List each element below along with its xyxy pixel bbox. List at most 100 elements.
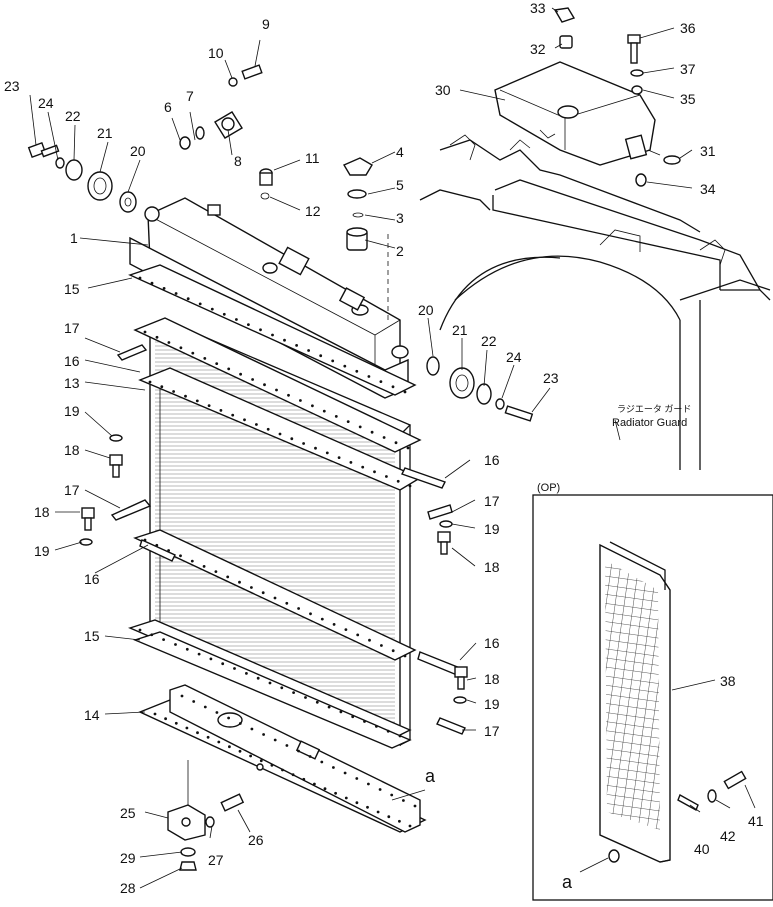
callout-42: 42 [720,828,736,844]
gasket-hole [148,380,152,384]
callout-17a: 17 [64,320,80,336]
gasket-hole [337,456,341,459]
gasket-hole [202,565,206,568]
gasket-hole [191,351,195,355]
callout-25: 25 [120,805,136,821]
guard-label-en: Radiator Guard [612,417,687,429]
gasket-hole [270,763,274,767]
gasket-hole [295,344,298,347]
bottom-bracket [167,760,245,871]
gasket-hole [184,394,187,398]
gasket-hole [387,815,391,819]
callout-36: 36 [680,20,696,36]
gasket-hole [320,617,324,621]
gasket-hole [268,681,272,685]
gasket-hole [227,367,231,371]
option-inset [532,494,773,901]
straps [110,344,466,735]
gasket-hole [238,749,242,753]
callout-15b: 15 [84,628,100,644]
gasket-hole [143,330,147,334]
gasket-hole [174,643,177,646]
gasket-hole [283,338,286,342]
gasket-hole [403,390,407,394]
gasket-hole [210,307,214,311]
gasket-hole [174,721,178,725]
callout-11: 11 [305,150,320,166]
gasket-hole [339,710,343,714]
gasket-hole [355,369,359,373]
gasket-hole [292,691,295,694]
gasket-hole [408,484,412,488]
gasket-hole [262,733,265,736]
callout-labels: 1 2 3 4 5 6 7 8 9 10 11 12 13 14 15 15 1… [4,0,764,896]
gasket-hole [273,738,277,742]
callout-19d: 19 [484,696,500,712]
gasket-hole [406,446,410,450]
gasket-hole [160,385,164,389]
gasket-hole [299,399,302,402]
gasket-hole [320,760,324,764]
gasket-hole [249,754,253,758]
gasket-hole [366,805,369,809]
gasket-hole [247,323,250,326]
callout-17c: 17 [484,493,500,509]
gasket-hole [290,437,294,441]
gasket-hole [209,657,213,661]
gasket-hole [238,722,242,725]
gasket-hole [398,734,402,738]
gasket-hole [314,446,317,450]
gasket-hole [259,759,263,763]
gasket-hole [332,623,336,626]
gasket-hole [266,427,270,431]
gasket-hole [334,791,337,795]
gasket-hole [307,349,310,352]
gasket-hole [356,633,360,637]
gasket-hole [391,385,395,389]
callout-18c: 18 [484,559,500,575]
gasket-hole [343,771,347,775]
callout-26: 26 [248,832,264,848]
gasket-holes [138,276,417,828]
gasket-hole [162,287,166,290]
gasket-hole [214,570,218,573]
gasket-hole [138,276,142,280]
gasket-hole [346,420,350,423]
gasket-hole [239,372,243,376]
bolts-washers [79,434,468,704]
gasket-hole [351,715,355,719]
gasket-hole [238,580,241,584]
gasket-hole [413,804,417,808]
callout-20a: 20 [130,143,146,159]
callout-16d: 16 [484,635,500,651]
gasket-hole [243,418,246,422]
callout-24a: 24 [38,95,54,111]
gasket-hole [403,654,407,658]
callout-22a: 22 [65,108,81,124]
callout-19a: 19 [64,403,80,419]
gasket-hole [167,341,171,344]
gasket-hole [255,423,258,426]
callout-9: 9 [262,16,270,32]
callout-31: 31 [700,143,716,159]
gasket-hole [203,357,207,360]
gasket-hole [227,716,231,720]
gasket-hole [285,601,289,605]
gasket-hole [327,705,331,709]
gasket-hole [361,465,365,469]
callout-6: 6 [164,99,172,115]
gasket-hole [311,404,314,408]
gasket-hole [402,799,405,802]
callout-30: 30 [435,82,451,98]
gasket-hole [378,788,382,791]
callout-21b: 21 [452,322,468,338]
gasket-hole [206,735,210,739]
gasket-hole [302,442,305,445]
gasket-hole [164,717,168,721]
gasket-hole [259,328,262,332]
gasket-hole [382,436,386,439]
gasket-hole [222,312,226,316]
gasket-hole [370,430,374,434]
gasket-hole [396,479,400,483]
gasket-hole [196,731,199,735]
